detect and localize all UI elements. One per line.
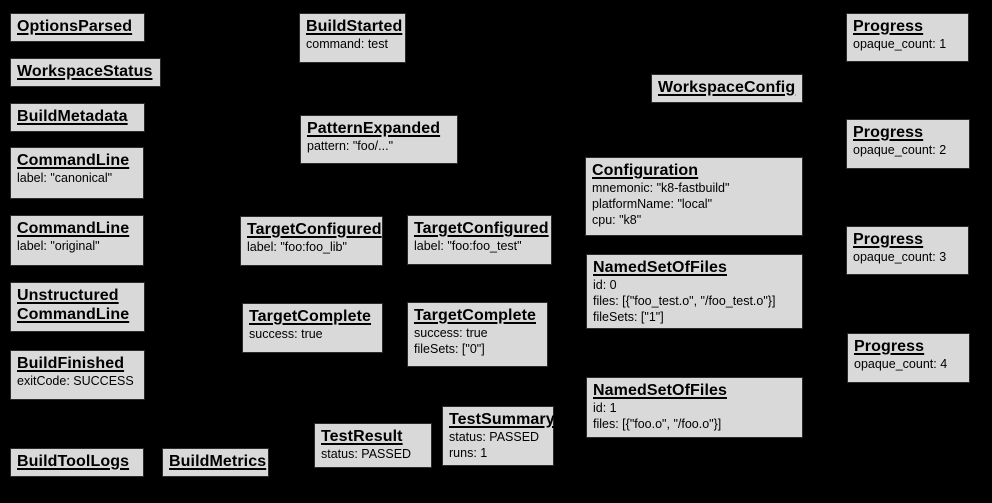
node-field: cpu: "k8" [592, 213, 642, 227]
node-field: pattern: "foo/..." [307, 139, 394, 153]
event-node-named-set-of-files-1: NamedSetOfFiles id: 1 files: [{"foo.o", "/… [586, 377, 803, 438]
node-field: status: PASSED [449, 430, 540, 444]
node-field: fileSets: ["0"] [414, 342, 485, 356]
node-field: status: PASSED [321, 447, 412, 461]
node-title: BuildToolLogs [17, 453, 130, 470]
event-node-build-tool-logs: BuildToolLogs [10, 448, 144, 477]
node-title: BuildFinished [17, 355, 125, 372]
node-title: Progress [853, 231, 924, 248]
node-title: TestSummary [449, 411, 555, 428]
node-field: opaque_count: 3 [853, 250, 947, 264]
event-node-progress-4: Progress opaque_count: 4 [847, 333, 970, 383]
node-field: files: [{"foo_test.o", "/foo_test.o"}] [593, 294, 776, 308]
node-title: CommandLine [17, 152, 130, 169]
node-title: CommandLine [17, 220, 130, 237]
node-field: mnemonic: "k8-fastbuild" [592, 181, 730, 195]
node-title: Unstructured [17, 287, 119, 304]
node-title: NamedSetOfFiles [593, 259, 727, 276]
event-node-progress-2: Progress opaque_count: 2 [846, 119, 970, 169]
event-node-progress-1: Progress opaque_count: 1 [846, 13, 969, 62]
event-node-workspace-status: WorkspaceStatus [10, 58, 161, 87]
node-title: Progress [853, 18, 924, 35]
node-title: TargetConfigured [247, 221, 382, 238]
event-node-build-finished: BuildFinished exitCode: SUCCESS [10, 350, 145, 400]
event-node-configuration: Configuration mnemonic: "k8-fastbuild" pla… [585, 157, 803, 236]
node-field: label: "foo:foo_lib" [247, 240, 347, 254]
node-title: TestResult [321, 428, 403, 445]
node-field: files: [{"foo.o", "/foo.o"}] [593, 417, 722, 431]
node-field: opaque_count: 1 [853, 37, 947, 51]
event-node-command-line-original: CommandLine label: "original" [10, 215, 144, 266]
node-field: fileSets: ["1"] [593, 310, 664, 324]
node-title: WorkspaceStatus [17, 63, 153, 80]
node-title: WorkspaceConfig [658, 79, 796, 96]
event-node-target-complete-foo-lib: TargetComplete success: true [242, 303, 383, 353]
event-node-build-metrics: BuildMetrics [162, 448, 269, 477]
event-node-target-configured-foo-test: TargetConfigured label: "foo:foo_test" [407, 215, 552, 265]
node-field: success: true [249, 327, 323, 341]
node-title: TargetComplete [249, 308, 372, 325]
node-field: command: test [306, 37, 388, 51]
node-field: id: 1 [593, 401, 617, 415]
event-node-target-complete-foo-test: TargetComplete success: true fileSets: ["0… [407, 302, 548, 367]
node-title: Progress [854, 338, 925, 355]
event-node-command-line-canonical: CommandLine label: "canonical" [10, 147, 144, 199]
node-title: CommandLine [17, 306, 130, 323]
node-field: runs: 1 [449, 446, 488, 460]
node-title: BuildStarted [306, 18, 403, 35]
node-field: label: "original" [17, 239, 100, 253]
node-field: id: 0 [593, 278, 617, 292]
node-title: TargetConfigured [414, 220, 549, 237]
node-field: label: "canonical" [17, 171, 113, 185]
node-title: BuildMetadata [17, 108, 128, 125]
node-title: PatternExpanded [307, 120, 441, 137]
node-field: opaque_count: 2 [853, 143, 947, 157]
node-title: BuildMetrics [169, 453, 267, 470]
event-node-workspace-config: WorkspaceConfig [651, 74, 803, 103]
event-node-build-metadata: BuildMetadata [10, 103, 145, 132]
event-node-pattern-expanded: PatternExpanded pattern: "foo/..." [300, 115, 458, 164]
event-node-build-started: BuildStarted command: test [299, 13, 406, 63]
node-field: opaque_count: 4 [854, 357, 948, 371]
event-node-test-summary: TestSummary status: PASSED runs: 1 [442, 406, 555, 466]
event-node-target-configured-foo-lib: TargetConfigured label: "foo:foo_lib" [240, 216, 383, 266]
node-field: label: "foo:foo_test" [414, 239, 522, 253]
node-title: Configuration [592, 162, 699, 179]
event-node-named-set-of-files-0: NamedSetOfFiles id: 0 files: [{"foo_test.o… [586, 254, 803, 329]
node-title: TargetComplete [414, 307, 537, 324]
node-field: success: true [414, 326, 488, 340]
node-title: NamedSetOfFiles [593, 382, 727, 399]
event-node-options-parsed: OptionsParsed [10, 13, 145, 42]
node-title: OptionsParsed [17, 18, 133, 35]
node-field: platformName: "local" [592, 197, 713, 211]
node-title: Progress [853, 124, 924, 141]
node-field: exitCode: SUCCESS [17, 374, 134, 388]
event-node-test-result: TestResult status: PASSED [314, 423, 432, 468]
event-node-progress-3: Progress opaque_count: 3 [846, 226, 969, 275]
